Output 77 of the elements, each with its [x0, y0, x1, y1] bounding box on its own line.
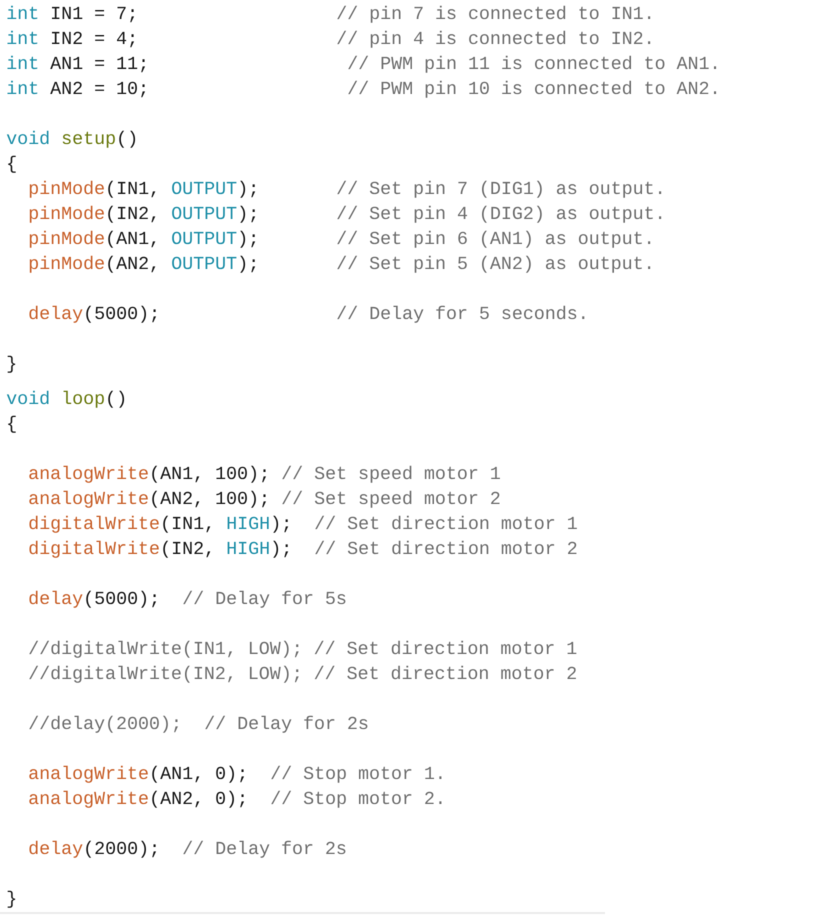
code-text: ); [240, 230, 256, 248]
code-comment: //digitalWrite(IN2, LOW); // Set direction motor 2 [29, 666, 576, 683]
keyword: OUTPUT [172, 182, 236, 194]
keyword: int [7, 80, 38, 94]
code-text: ); [273, 516, 288, 533]
code-text: AN1 = 11; [50, 56, 146, 72]
keyword: int [7, 6, 38, 20]
code-text: ); [273, 540, 288, 558]
code-text: { [8, 156, 16, 173]
code-text: (AN1, 100); [152, 466, 266, 483]
function-call: analogWrite [29, 766, 148, 783]
function-call: digitalWrite [29, 516, 159, 533]
function-call: delay [29, 590, 82, 608]
code-comment: // Set pin 6 (AN1) as output. [337, 230, 650, 248]
function-call: analogWrite [29, 790, 148, 808]
function-call: analogWrite [29, 466, 148, 483]
keyword: HIGH [228, 542, 269, 554]
code-comment: // Delay for 2s [205, 716, 368, 733]
function-name: loop [64, 390, 104, 408]
code-comment: // Delay for 2s [183, 840, 346, 858]
function-call: delay [29, 306, 82, 323]
keyword: void [6, 130, 49, 144]
code-text: (5000); [86, 590, 156, 608]
code-comment: //digitalWrite(IN1, LOW); // Set direction motor 1 [29, 640, 576, 658]
code-text: (AN2, 0); [152, 790, 244, 808]
keyword: OUTPUT [172, 256, 236, 270]
code-comment: // PWM pin 11 is connected to AN1. [348, 56, 716, 73]
keyword: OUTPUT [172, 206, 236, 220]
function-call: analogWrite [29, 490, 148, 508]
function-call: delay [29, 840, 82, 858]
code-comment: // Delay for 5s [183, 590, 346, 608]
code-comment: // Set speed motor 1 [282, 466, 500, 483]
code-text: ); [240, 206, 256, 223]
code-comment: // Set direction motor 2 [315, 540, 576, 554]
function-call: digitalWrite [29, 540, 159, 558]
code-comment: // Set pin 4 (DIG2) as output. [337, 206, 662, 223]
code-text: (AN1, 0); [152, 766, 244, 783]
code-comment: // PWM pin 10 is connected to AN2. [348, 80, 716, 98]
code-text: (IN1, [108, 180, 156, 198]
code-comment: // pin 4 is connected to IN2. [337, 30, 650, 48]
code-text: } [8, 356, 16, 373]
code-comment: // Set speed motor 2 [282, 490, 500, 508]
code-comment: // Set direction motor 1 [315, 516, 577, 530]
function-name: setup [62, 132, 115, 148]
code-text: ); [240, 256, 256, 273]
code-text: (AN1, [108, 230, 156, 248]
code-text: () [119, 130, 136, 148]
code-comment: // Set pin 7 (DIG1) as output. [337, 180, 662, 198]
code-text: { [8, 416, 16, 433]
code-comment: // Stop motor 2. [271, 790, 442, 808]
code-text: } [8, 890, 16, 908]
function-call: pinMode [30, 256, 104, 273]
keyword: HIGH [228, 516, 269, 530]
code-comment: //delay(2000); [29, 716, 178, 733]
code-text: (AN2, [108, 256, 156, 273]
code-text: (IN2, [108, 206, 156, 223]
code-text: (AN2, 100); [152, 490, 266, 508]
code-text: (IN1, [163, 516, 210, 533]
keyword: int [7, 30, 38, 44]
function-call: pinMode [30, 180, 104, 198]
function-call: pinMode [30, 206, 104, 223]
code-comment: // pin 7 is connected to IN1. [337, 6, 650, 23]
code-text: (2000); [86, 840, 156, 858]
function-call: pinMode [30, 230, 104, 248]
code-comment: // Delay for 5 seconds. [337, 306, 584, 323]
code-text: ); [240, 180, 256, 198]
code-text: AN2 = 10; [50, 82, 146, 98]
keyword: OUTPUT [172, 232, 236, 244]
code-comment: // Set pin 5 (AN2) as output. [337, 256, 650, 273]
code-text: (IN2, [163, 540, 210, 558]
code-comment: // Stop motor 1. [271, 766, 442, 783]
keyword: void [6, 390, 49, 404]
code-text: () [108, 390, 124, 408]
code-text: (5000); [86, 306, 156, 323]
keyword: int [7, 56, 38, 70]
code-text: IN2 = 4; [52, 32, 134, 48]
code-text: IN1 = 7; [52, 6, 134, 22]
